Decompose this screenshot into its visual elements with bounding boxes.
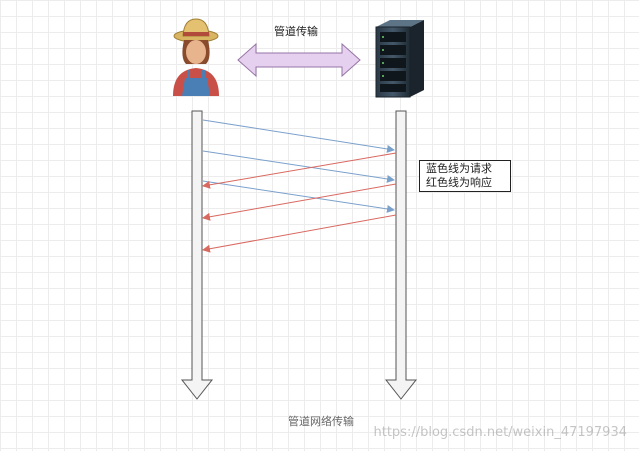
legend-response: 红色线为响应	[426, 176, 492, 189]
diagram-caption: 管道网络传输	[288, 415, 354, 428]
server-rack-icon	[375, 20, 424, 98]
watermark: https://blog.csdn.net/weixin_47197934	[373, 425, 627, 440]
response-arrow-1	[202, 152, 397, 189]
client-lifeline	[180, 110, 214, 400]
pipe-title: 管道传输	[274, 25, 318, 38]
server-lifeline	[384, 110, 418, 400]
request-arrow-2	[202, 150, 395, 183]
request-arrow-3	[202, 180, 395, 213]
response-arrow-2	[202, 183, 397, 221]
farmer-user-icon	[173, 18, 219, 96]
request-arrow-1	[202, 119, 395, 153]
double-arrow-icon	[237, 42, 361, 78]
legend-box: 蓝色线为请求 红色线为响应	[419, 160, 511, 192]
legend-request: 蓝色线为请求	[426, 162, 492, 175]
response-arrow-3	[202, 214, 397, 253]
